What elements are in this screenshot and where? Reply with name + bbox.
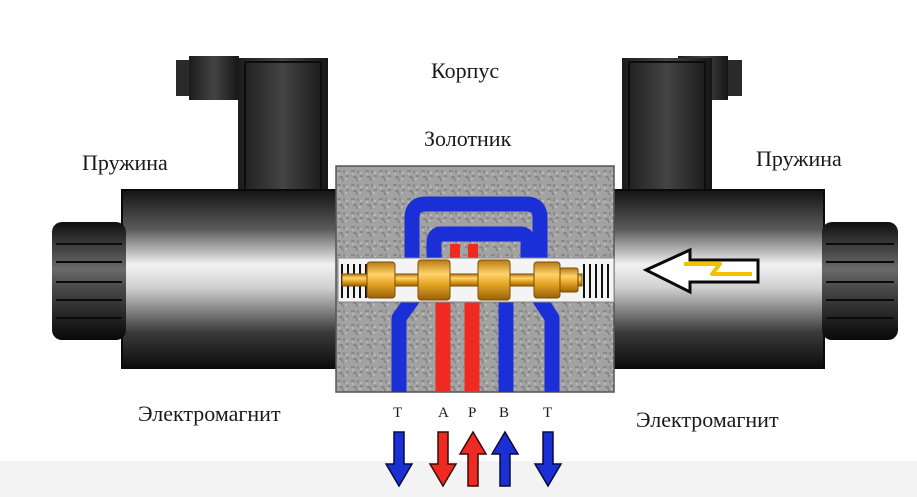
port-label-t-right: T xyxy=(543,405,553,421)
flow-arrow-p xyxy=(458,430,488,487)
left-solenoid xyxy=(121,189,345,369)
label-spool: Золотник xyxy=(424,126,512,151)
right-connector xyxy=(622,56,742,198)
right-end-cap xyxy=(822,222,898,340)
port-label-a: A xyxy=(438,405,449,421)
port-label-t-left: T xyxy=(393,405,403,421)
flow-arrow-b xyxy=(490,430,520,487)
spool xyxy=(341,259,583,301)
label-solenoid-right: Электромагнит xyxy=(636,407,779,432)
port-label-b: B xyxy=(499,405,510,421)
actuation-arrow-icon xyxy=(642,247,760,295)
flow-arrow-t-right xyxy=(533,431,563,488)
label-solenoid-left: Электромагнит xyxy=(138,401,281,426)
left-connector xyxy=(176,56,328,198)
label-spring-left: Пружина xyxy=(82,150,168,175)
pressure-channels xyxy=(435,300,480,392)
left-end-cap xyxy=(52,222,126,340)
return-channels xyxy=(391,196,560,392)
label-housing: Корпус xyxy=(431,58,500,83)
label-spring-right: Пружина xyxy=(756,146,842,171)
flow-arrow-a xyxy=(428,431,458,488)
right-spring xyxy=(583,264,609,298)
bottom-band xyxy=(0,461,917,497)
flow-arrow-t-left xyxy=(384,431,414,488)
port-label-p: P xyxy=(468,405,477,421)
spool-lands xyxy=(450,244,478,264)
